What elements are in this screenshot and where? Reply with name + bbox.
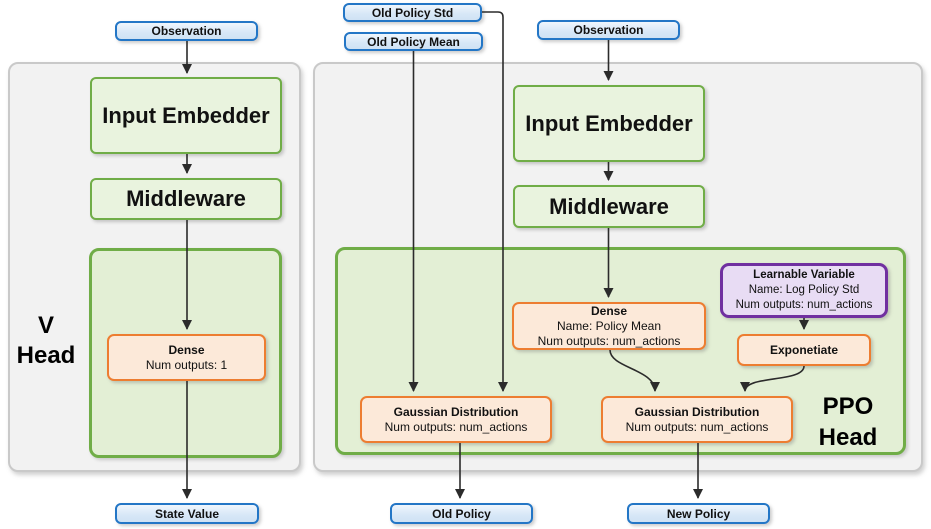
exponentiate-node: Exponetiate bbox=[737, 334, 871, 366]
old-policy-std-label: Old Policy Std bbox=[371, 5, 454, 20]
observation-label-ppo: Observation bbox=[573, 23, 644, 37]
gaussian-distribution-new-node: Gaussian Distribution Num outputs: num_a… bbox=[601, 396, 793, 443]
observation-label-v: Observation bbox=[151, 24, 222, 38]
old-policy-node: Old Policy bbox=[390, 503, 533, 524]
input-embedder-node-ppo: Input Embedder bbox=[513, 85, 705, 162]
policy-mean-dense-name: Name: Policy Mean bbox=[556, 318, 662, 333]
ppo-head-label-line1: PPO bbox=[822, 393, 874, 420]
middleware-label-v: Middleware bbox=[126, 186, 246, 211]
new-policy-label: New Policy bbox=[666, 506, 731, 521]
dense-node-v: Dense Num outputs: 1 bbox=[107, 334, 266, 381]
gaussian-new-title: Gaussian Distribution bbox=[634, 404, 760, 419]
learnable-variable-name: Name: Log Policy Std bbox=[748, 284, 860, 296]
old-policy-label: Old Policy bbox=[432, 506, 491, 521]
gaussian-old-title: Gaussian Distribution bbox=[393, 404, 519, 419]
old-policy-mean-label: Old Policy Mean bbox=[367, 34, 460, 49]
policy-mean-dense-outputs: Num outputs: num_actions bbox=[537, 333, 681, 348]
dense-title-v: Dense bbox=[168, 342, 205, 357]
middleware-node-v: Middleware bbox=[90, 178, 282, 220]
v-head-label-line1: V bbox=[37, 312, 54, 339]
gaussian-old-outputs: Num outputs: num_actions bbox=[384, 419, 528, 434]
middleware-label-ppo: Middleware bbox=[549, 193, 669, 219]
v-head-label: V Head bbox=[12, 311, 80, 371]
exponentiate-label: Exponetiate bbox=[769, 342, 838, 357]
gaussian-new-outputs: Num outputs: num_actions bbox=[625, 419, 769, 434]
learnable-variable-node: Learnable Variable Name: Log Policy Std … bbox=[720, 263, 888, 318]
middleware-node-ppo: Middleware bbox=[513, 185, 705, 228]
v-head-label-line2: Head bbox=[16, 342, 76, 369]
old-policy-mean-node: Old Policy Mean bbox=[344, 32, 483, 51]
policy-mean-dense-node: Dense Name: Policy Mean Num outputs: num… bbox=[512, 302, 706, 350]
state-value-label: State Value bbox=[154, 506, 220, 521]
policy-mean-dense-title: Dense bbox=[590, 303, 628, 318]
state-value-node: State Value bbox=[115, 503, 259, 524]
input-embedder-label-v: Input Embedder bbox=[102, 102, 270, 128]
learnable-variable-title: Learnable Variable bbox=[753, 269, 855, 281]
input-embedder-label-ppo: Input Embedder bbox=[525, 110, 693, 136]
old-policy-std-node: Old Policy Std bbox=[343, 3, 482, 22]
ppo-head-label: PPO Head bbox=[798, 391, 898, 453]
dense-outputs-v: Num outputs: 1 bbox=[145, 357, 228, 372]
new-policy-node: New Policy bbox=[627, 503, 770, 524]
observation-node-ppo: Observation bbox=[537, 20, 680, 40]
ppo-head-label-line2: Head bbox=[818, 424, 878, 451]
gaussian-distribution-old-node: Gaussian Distribution Num outputs: num_a… bbox=[360, 396, 552, 443]
learnable-variable-outputs: Num outputs: num_actions bbox=[735, 299, 873, 311]
observation-node-v: Observation bbox=[115, 21, 258, 41]
input-embedder-node-v: Input Embedder bbox=[90, 77, 282, 154]
